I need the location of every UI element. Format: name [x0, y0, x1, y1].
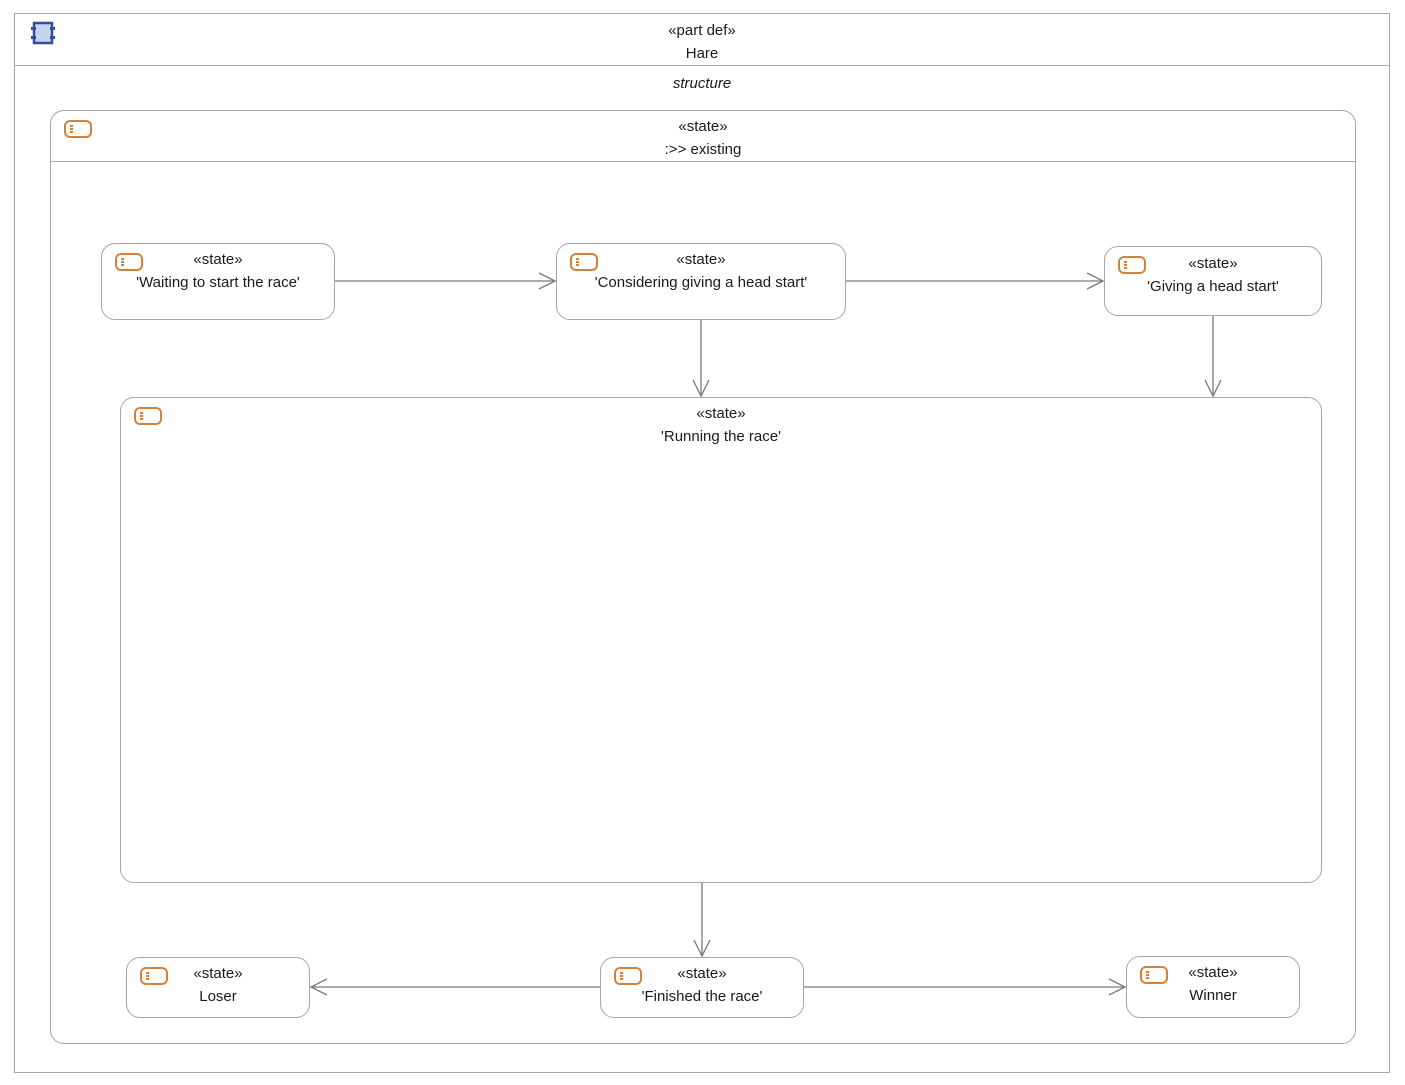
state-icon — [115, 253, 143, 271]
state-icon — [1140, 966, 1168, 984]
state-giving-name: 'Giving a head start' — [1147, 278, 1279, 295]
state-loser-name: Loser — [199, 988, 237, 1005]
part-def-stereotype: «part def» — [668, 22, 736, 39]
state-existing-divider — [50, 161, 1356, 162]
state-existing-stereotype: «state» — [678, 118, 728, 135]
state-considering-stereotype: «state» — [676, 251, 726, 268]
state-finished-stereotype: «state» — [677, 965, 727, 982]
state-icon — [134, 407, 162, 425]
part-def-icon — [31, 21, 55, 45]
state-icon — [140, 967, 168, 985]
state-icon — [570, 253, 598, 271]
state-considering-name: 'Considering giving a head start' — [594, 274, 808, 291]
state-icon — [1118, 256, 1146, 274]
state-waiting-name: 'Waiting to start the race' — [136, 274, 300, 291]
state-icon — [614, 967, 642, 985]
state-finished-name: 'Finished the race' — [641, 988, 763, 1005]
part-def-frame[interactable] — [14, 13, 1390, 1073]
part-def-name: Hare — [685, 45, 719, 62]
state-running-stereotype: «state» — [696, 405, 746, 422]
state-running-name: 'Running the race' — [661, 428, 781, 445]
compartment-label: structure — [672, 75, 732, 92]
state-icon — [64, 120, 92, 138]
state-considering[interactable] — [556, 243, 846, 320]
state-existing-name: :>> existing — [664, 141, 742, 158]
state-running[interactable] — [120, 397, 1322, 883]
state-winner-name: Winner — [1189, 987, 1237, 1004]
part-def-header — [14, 13, 1390, 66]
state-waiting-stereotype: «state» — [193, 251, 243, 268]
state-loser-stereotype: «state» — [193, 965, 243, 982]
state-giving-stereotype: «state» — [1188, 255, 1238, 272]
state-winner-stereotype: «state» — [1188, 964, 1238, 981]
